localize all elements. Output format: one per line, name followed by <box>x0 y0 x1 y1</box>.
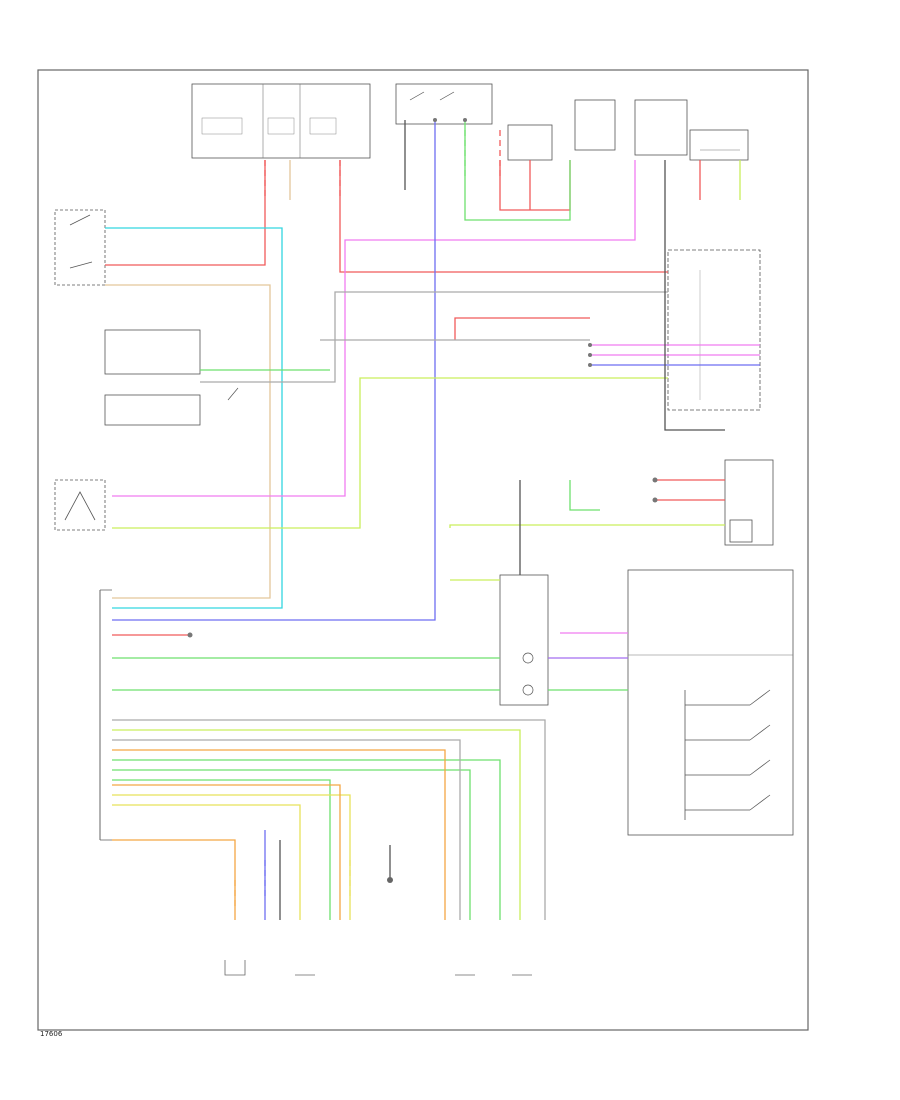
top-fuse-block-right <box>634 99 749 161</box>
splice-dots <box>187 118 658 638</box>
ecm-connector-block <box>99 589 112 841</box>
top-fuse-block-left <box>191 83 371 159</box>
sensor-right <box>724 459 774 546</box>
top-switch-block-center <box>395 83 616 161</box>
wire-magenta <box>112 160 760 634</box>
wire-gray <box>112 291 668 920</box>
connector-stubs <box>234 130 501 910</box>
center-relay-block <box>499 574 549 706</box>
reference-code: 17606 <box>40 1030 63 1038</box>
combination-switch-left <box>54 209 106 286</box>
wire-red <box>105 160 725 636</box>
position-sensor-left <box>54 479 106 531</box>
wire-cyan <box>105 227 283 609</box>
wire-tan <box>105 160 291 599</box>
wire-yellow-green <box>112 160 741 920</box>
diagram-frame <box>37 69 809 1031</box>
mode-switch-block <box>627 569 794 836</box>
wire-yellow <box>112 794 351 920</box>
wire-dark <box>279 120 725 920</box>
multifunction-sensor-block <box>104 329 239 426</box>
control-unit-right <box>667 249 761 411</box>
bottom-terminals <box>224 877 532 976</box>
wire-orange <box>112 749 446 920</box>
